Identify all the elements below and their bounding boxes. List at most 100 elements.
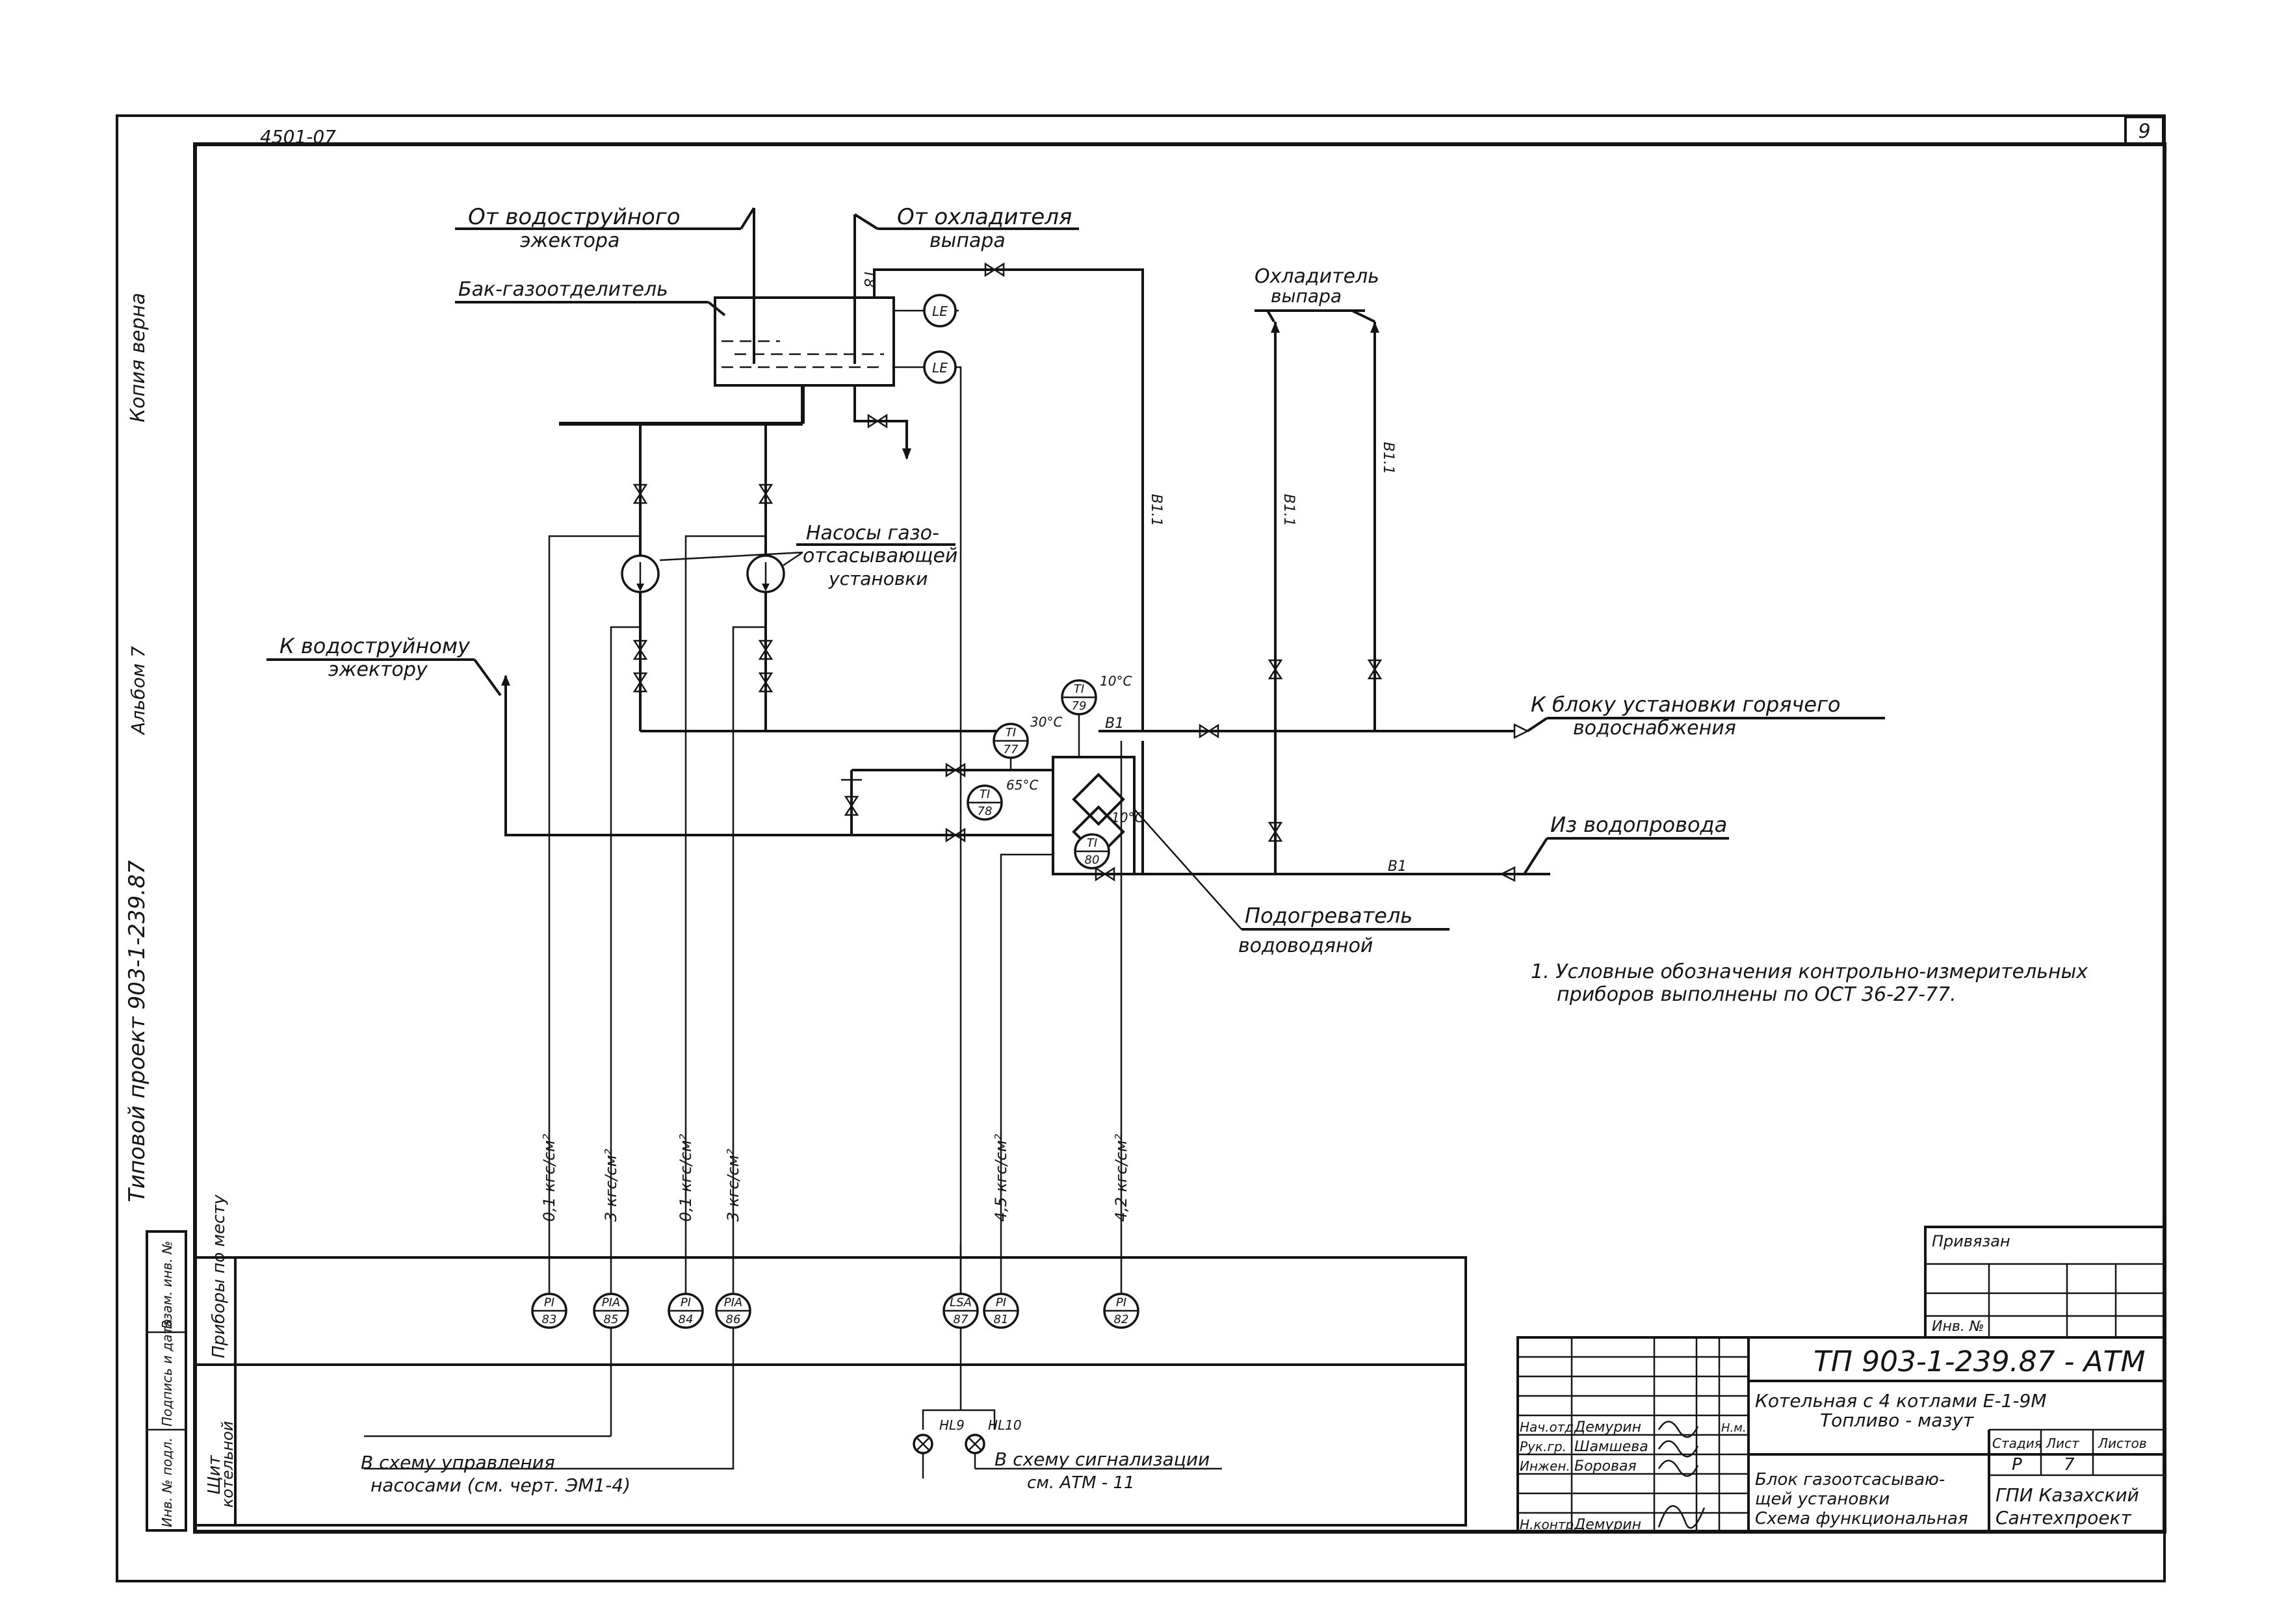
side-stamp: Инв. № подл. Подпись и дата Взам. инв. № <box>146 1230 187 1532</box>
page-number-box <box>2124 116 2164 146</box>
svg-text:79: 79 <box>1072 699 1087 713</box>
line-b11-3: В1.1 <box>1380 442 1396 474</box>
label-pumps: Насосы газо- отсасывающей установки <box>659 522 957 589</box>
svg-text:PI: PI <box>1116 1296 1126 1309</box>
svg-text:эжектору: эжектору <box>328 658 428 681</box>
temp-80-value: 10°С <box>1112 810 1143 825</box>
line-b1-top: В1 <box>1105 715 1124 732</box>
pressure-label-6: 4,2 кгс/см² <box>1112 1134 1130 1222</box>
svg-text:PI: PI <box>996 1296 1006 1309</box>
panel-instrument-pi83: PI 83 <box>531 1293 567 1329</box>
pressure-label-4: 3 кгс/см² <box>724 1148 742 1222</box>
side-stamp-cell-3: Взам. инв. № <box>159 1241 175 1329</box>
svg-text:Охладитель: Охладитель <box>1254 265 1379 288</box>
tb-col-lit: Н.м. <box>1721 1421 1747 1435</box>
panel-instrument-pi81: PI 81 <box>983 1293 1019 1329</box>
svg-text:К водоструйному: К водоструйному <box>280 634 471 658</box>
svg-text:см. АТМ - 11: см. АТМ - 11 <box>1027 1473 1135 1493</box>
tb-staff-role-1: Нач.отд. <box>1520 1419 1578 1435</box>
pump-2 <box>746 554 785 593</box>
line-b11-2: В1.1 <box>1280 494 1297 526</box>
svg-text:отсасывающей: отсасывающей <box>803 545 957 567</box>
svg-text:80: 80 <box>1085 853 1100 867</box>
svg-text:установки: установки <box>828 568 928 589</box>
panel-instrument-pi82: PI 82 <box>1103 1293 1139 1329</box>
temp-sensor-78: TI 78 65°С <box>967 777 1038 821</box>
svg-text:HL9: HL9 <box>939 1417 965 1433</box>
tb-object-1: Котельная с 4 котлами Е-1-9М <box>1755 1390 2046 1411</box>
label-from-water: Из водопровода <box>1550 812 1727 837</box>
svg-text:77: 77 <box>1004 743 1019 756</box>
svg-text:LE: LE <box>932 303 948 319</box>
tb-object-2: Топливо - мазут <box>1820 1410 1974 1431</box>
label-pump-control: В схему управления насосами (см. черт. Э… <box>361 1452 630 1496</box>
svg-text:водоводяной: водоводяной <box>1238 934 1373 957</box>
label-cooler: Охладитель выпара <box>1254 265 1379 323</box>
pressure-label-1: 0,1 кгс/см² <box>540 1134 558 1222</box>
line-b1-low: В1 <box>1388 858 1407 875</box>
tb-stage: Р <box>2012 1455 2022 1475</box>
signature-2 <box>1658 1440 1699 1458</box>
svg-text:81: 81 <box>994 1313 1009 1326</box>
svg-text:PI: PI <box>681 1296 691 1309</box>
svg-text:насосами (см. черт. ЭМ1-4): насосами (см. черт. ЭМ1-4) <box>370 1475 630 1496</box>
pressure-label-2: 3 кгс/см² <box>602 1148 620 1222</box>
side-stamp-cell-1: Инв. № подл. <box>159 1437 175 1527</box>
tb-sheet-h: Лист <box>2046 1436 2080 1451</box>
degasser-tank <box>714 296 895 387</box>
svg-text:86: 86 <box>726 1313 741 1326</box>
svg-text:LE: LE <box>932 360 948 376</box>
label-from-ejector: От водоструйного эжектора <box>455 204 755 252</box>
title-block: Привязан Инв. № ТП 903-1-239.87 - АТМ Ко… <box>1516 1226 2166 1534</box>
svg-text:В схему сигнализации: В схему сигнализации <box>994 1449 1210 1470</box>
label-alarm: В схему сигнализации см. АТМ - 11 <box>994 1449 1210 1493</box>
svg-text:TI: TI <box>1087 836 1097 850</box>
temp-sensor-79: TI 79 10°С <box>1061 673 1132 757</box>
svg-text:82: 82 <box>1114 1313 1129 1326</box>
panel-board-label-2: котельной <box>218 1421 237 1508</box>
level-element-2: LE <box>923 350 957 384</box>
tb-staff-name-2: Шамшева <box>1574 1439 1648 1455</box>
label-heater: Подогреватель водоводяной <box>1134 808 1450 957</box>
svg-text:TI: TI <box>1074 682 1084 696</box>
svg-text:Подогреватель: Подогреватель <box>1245 903 1412 928</box>
svg-text:PIA: PIA <box>602 1296 620 1309</box>
project-note: Типовой проект 903-1-239.87 <box>124 860 150 1202</box>
temp-79-value: 10°С <box>1100 673 1132 689</box>
svg-text:водоснабжения: водоснабжения <box>1573 717 1736 740</box>
album-note: Альбом 7 <box>127 646 149 736</box>
svg-text:Бак-газоотделитель: Бак-газоотделитель <box>458 278 668 301</box>
temp-sensor-80: TI 80 10°С <box>1074 810 1143 870</box>
label-to-ejector: К водоструйному эжектору <box>266 634 502 697</box>
svg-text:выпара: выпара <box>1271 285 1342 307</box>
panel-instrument-pia85: PIA 85 <box>593 1293 629 1329</box>
copy-note: Копия верна <box>127 292 150 422</box>
album-code: 4501-07 <box>260 126 336 148</box>
svg-text:PI: PI <box>544 1296 554 1309</box>
svg-text:От водоструйного: От водоструйного <box>468 204 681 230</box>
signature-4 <box>1658 1505 1706 1529</box>
panel-instrument-pia86: PIA 86 <box>715 1293 751 1329</box>
tb-stage-h: Стадия <box>1992 1436 2042 1451</box>
svg-text:TI: TI <box>1006 726 1016 740</box>
tb-org-1: ГПИ Казахский <box>1996 1484 2139 1506</box>
tb-staff-role-4: Н.контр. <box>1520 1517 1578 1532</box>
svg-text:эжектора: эжектора <box>520 229 619 252</box>
tb-inv-no: Инв. № <box>1932 1319 1984 1335</box>
tb-title-1: Блок газоотсасываю- <box>1755 1470 1945 1489</box>
lamp-hl9: HL9 <box>913 1417 965 1454</box>
signature-3 <box>1658 1460 1699 1477</box>
svg-text:83: 83 <box>542 1313 557 1326</box>
pressure-label-5: 4,5 кгс/см² <box>992 1134 1010 1222</box>
tb-title-3: Схема функциональная <box>1755 1509 1968 1528</box>
side-stamp-cell-2: Подпись и дата <box>159 1319 175 1426</box>
tb-staff-name-4: Демурин <box>1574 1517 1641 1533</box>
svg-text:PIA: PIA <box>724 1296 742 1309</box>
tb-sheets-h: Листов <box>2098 1436 2147 1451</box>
tb-code: ТП 903-1-239.87 - АТМ <box>1814 1345 2145 1378</box>
svg-text:78: 78 <box>978 805 993 818</box>
signature-1 <box>1658 1421 1699 1438</box>
lamp-hl10: HL10 <box>965 1417 1022 1454</box>
temp-sensor-77: TI 77 30°С <box>993 714 1062 770</box>
svg-text:HL10: HL10 <box>988 1417 1022 1433</box>
